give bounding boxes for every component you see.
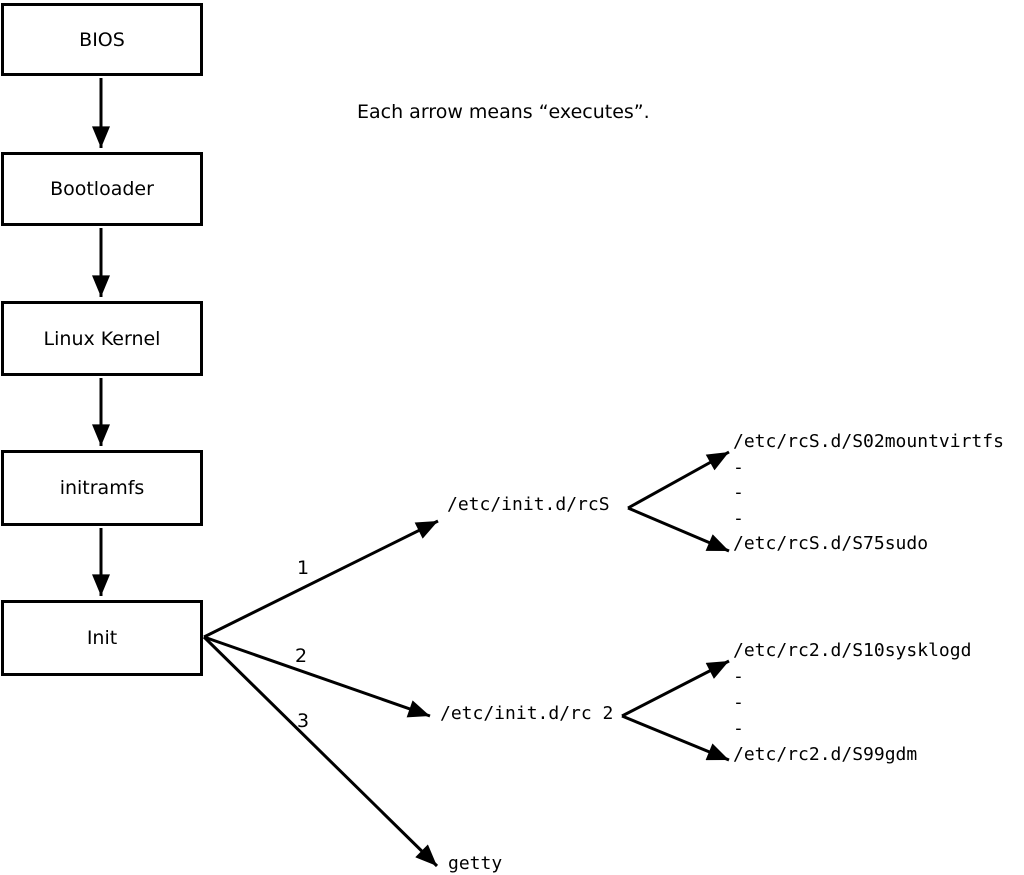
label-getty: getty (448, 853, 503, 874)
arrow-init-to-rcS (203, 519, 439, 639)
legend-note: Each arrow means “executes”. (357, 101, 650, 123)
label-init-d-rcS: /etc/init.d/rcS (447, 494, 610, 515)
rcS-script-list: /etc/rcS.d/S02mountvirtfs - - - /etc/rcS… (733, 431, 1004, 554)
arrow-rcS-to-last-script (627, 506, 730, 553)
box-initramfs: initramfs (1, 450, 203, 526)
arrow-init-to-getty (202, 635, 439, 868)
box-init-label: Init (86, 627, 118, 649)
rc2-script-list: /etc/rc2.d/S10sysklogd - - - /etc/rc2.d/… (733, 640, 972, 765)
box-bootloader: Bootloader (1, 152, 203, 226)
arrow-rc2-to-last-script (621, 714, 730, 762)
box-initramfs-label: initramfs (59, 477, 145, 499)
box-linux-kernel-label: Linux Kernel (43, 327, 161, 350)
edge-order-1: 1 (297, 557, 310, 579)
arrow-init-to-rc2 (203, 635, 431, 718)
box-bios: BIOS (1, 3, 203, 76)
arrow-rc2-to-first-script (621, 659, 730, 718)
edge-order-2: 2 (295, 645, 308, 667)
box-linux-kernel: Linux Kernel (1, 301, 203, 376)
box-bios-label: BIOS (79, 28, 125, 51)
box-bootloader-label: Bootloader (50, 178, 154, 200)
label-init-d-rc2: /etc/init.d/rc 2 (440, 703, 614, 724)
box-init: Init (1, 600, 203, 676)
edge-order-3: 3 (297, 710, 310, 732)
arrow-rcS-to-first-script (627, 450, 730, 510)
